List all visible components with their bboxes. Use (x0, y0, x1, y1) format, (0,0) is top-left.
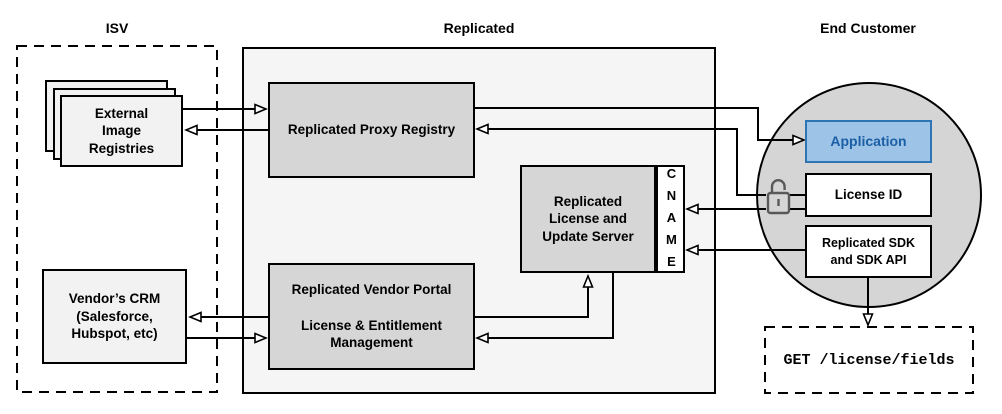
application-node: Application (805, 120, 932, 163)
arrow-portal-to-license-server (475, 276, 588, 318)
isv-section-title: ISV (105, 20, 129, 36)
api-request-box (764, 326, 974, 394)
unlock-icon (766, 179, 791, 215)
license-id-node: License ID (805, 173, 932, 217)
end-customer-section-title: End Customer (820, 20, 916, 36)
license-update-server-node: Replicated License and Update Server (520, 165, 656, 273)
isv-container (16, 45, 218, 393)
external-image-registries-node: External Image Registries (60, 95, 183, 167)
replicated-sdk-node: Replicated SDK and SDK API (805, 225, 932, 278)
replicated-section-title: Replicated (443, 20, 515, 36)
cname-strip: CNAME (656, 165, 685, 276)
api-request-label: GET /license/fields (783, 351, 955, 369)
vendor-portal-node: Replicated Vendor Portal License & Entit… (268, 263, 475, 370)
proxy-registry-node: Replicated Proxy Registry (268, 82, 475, 178)
arrow-proxy-to-application (475, 107, 804, 140)
arrow-license-server-to-portal (477, 273, 614, 338)
arrow-license-id-to-proxy (477, 129, 766, 196)
vendor-crm-node: Vendor’s CRM (Salesforce, Hubspot, etc) (42, 269, 187, 364)
